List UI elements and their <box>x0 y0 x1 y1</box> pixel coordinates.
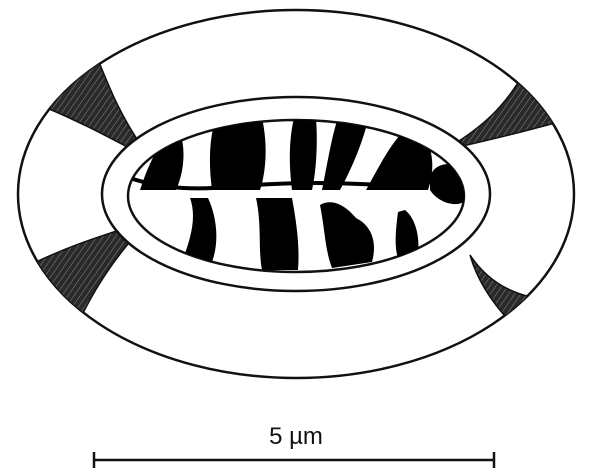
scale-bar-label: 5 µm <box>226 424 366 450</box>
scale-bar <box>94 452 494 468</box>
